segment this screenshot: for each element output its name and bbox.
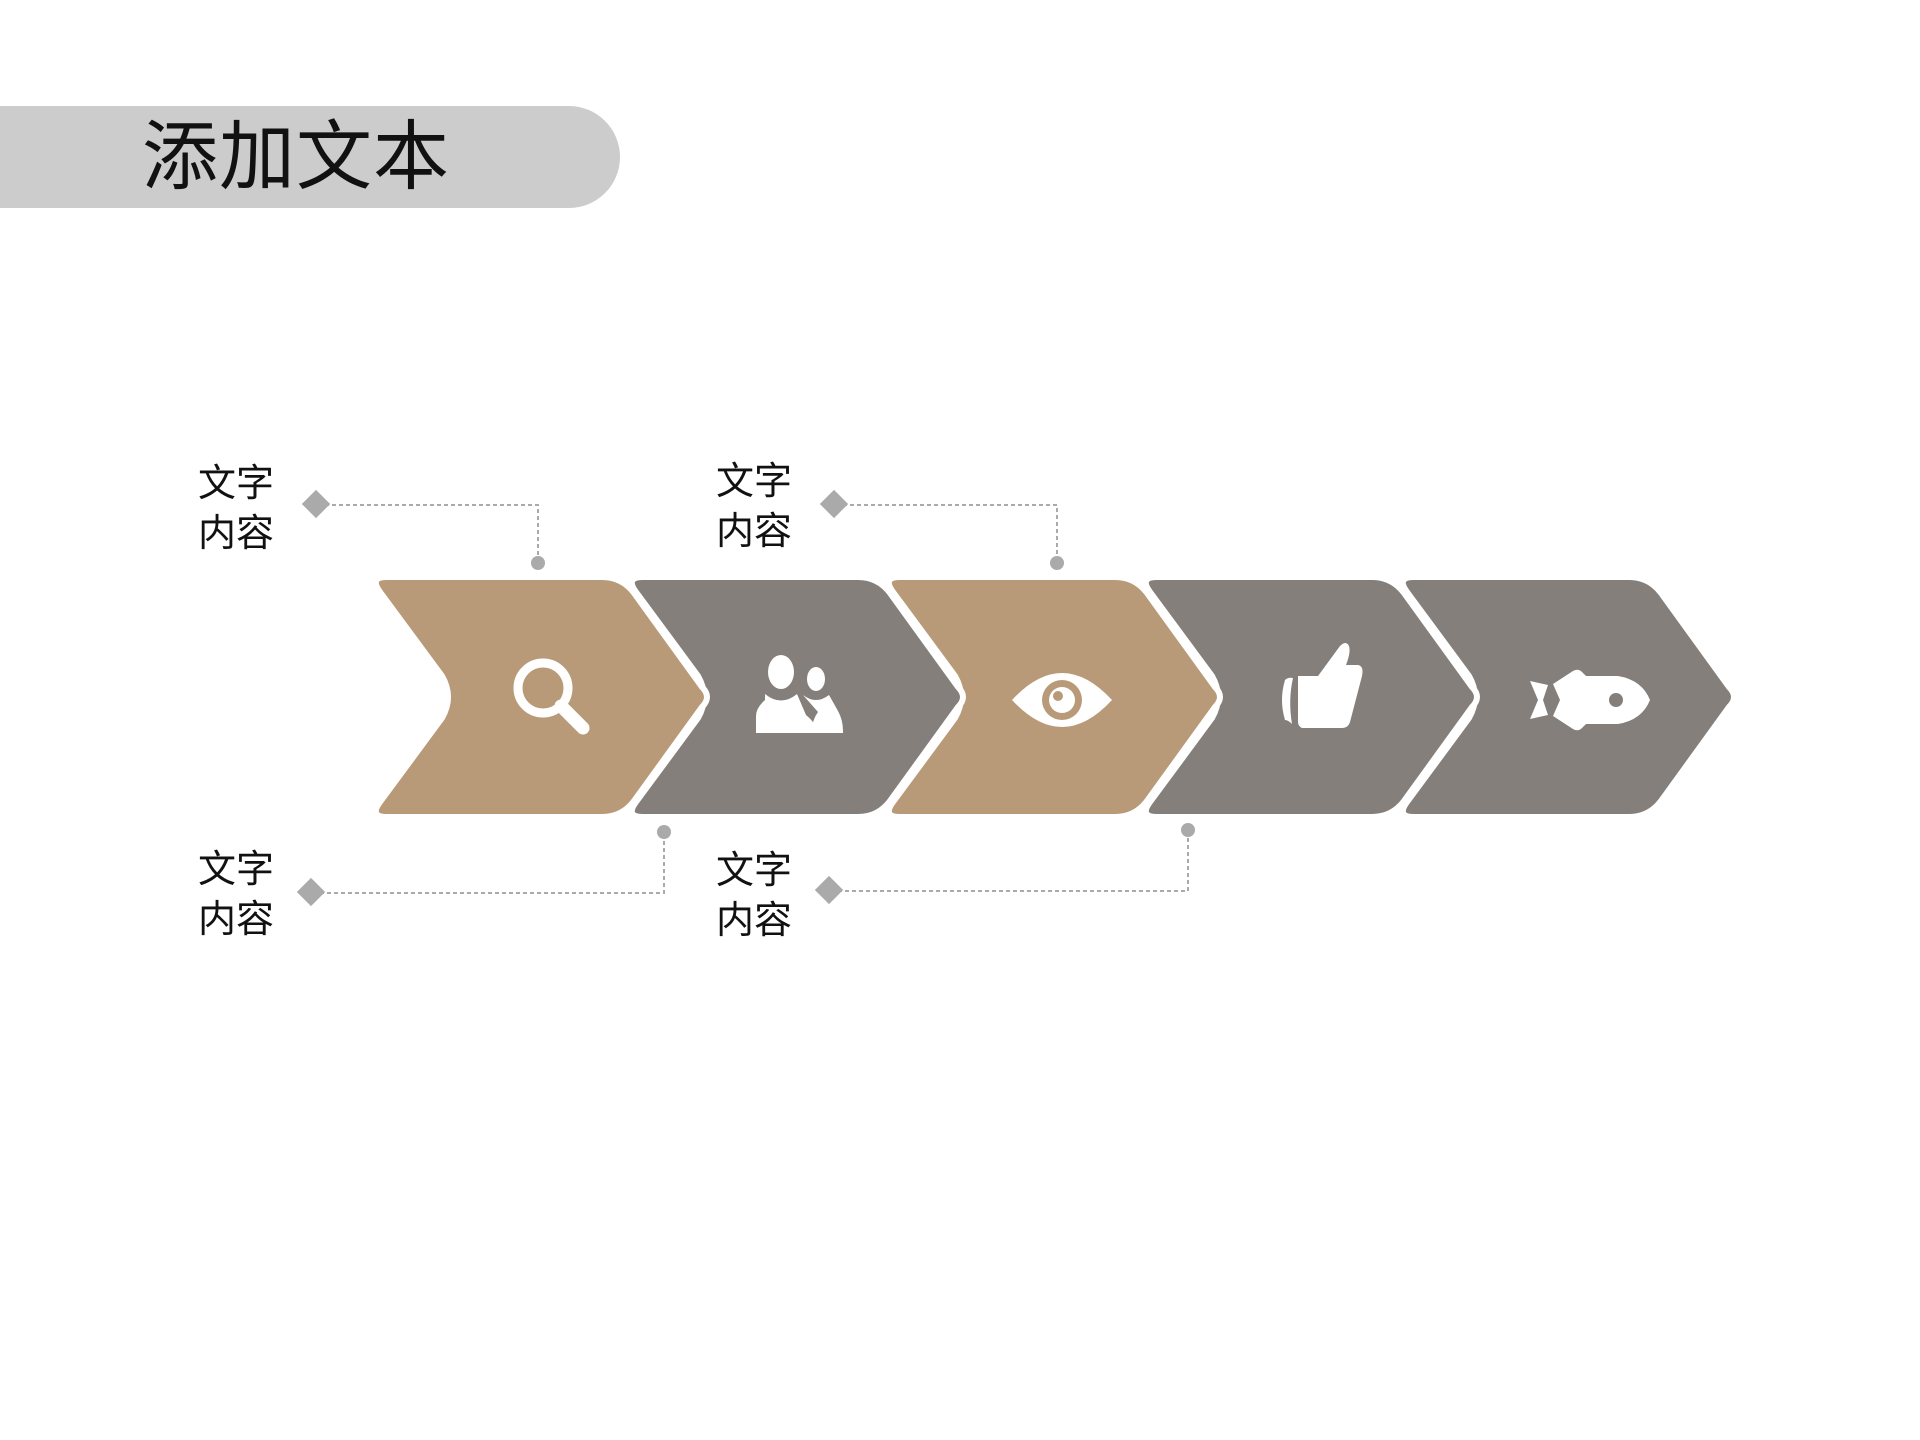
connector-diamond — [296, 877, 326, 907]
title-bar — [0, 106, 620, 208]
label-line: 内容 — [716, 509, 793, 553]
magnifier-icon — [513, 658, 590, 735]
page-title: 添加文本 — [142, 112, 450, 201]
label-line: 内容 — [198, 897, 275, 941]
label-line: 内容 — [198, 511, 275, 555]
label-line: 内容 — [716, 898, 793, 942]
rocket-icon — [1530, 669, 1650, 731]
connector-top-2 — [843, 504, 1058, 560]
label-line: 文字 — [198, 461, 275, 505]
connector-dot — [531, 556, 545, 570]
connector-diamond — [301, 489, 331, 519]
label-line: 文字 — [716, 848, 793, 892]
connector-bottom-1 — [320, 834, 665, 894]
label-line: 文字 — [198, 847, 275, 891]
connector-top-1 — [325, 504, 539, 560]
eye-icon — [1012, 673, 1112, 727]
text-label-bottom-2: 文字 内容 — [716, 845, 792, 945]
connector-diamond — [814, 875, 844, 905]
users-icon — [756, 655, 843, 733]
connector-dot — [657, 825, 671, 839]
label-line: 文字 — [716, 459, 793, 503]
text-label-bottom-1: 文字 内容 — [198, 844, 274, 944]
connector-dot — [1050, 556, 1064, 570]
connector-diamond — [819, 489, 849, 519]
thumbs-up-icon — [1282, 643, 1363, 728]
connector-dot — [1181, 823, 1195, 837]
text-label-top-2: 文字 内容 — [716, 456, 792, 556]
connector-bottom-2 — [838, 832, 1189, 892]
text-label-top-1: 文字 内容 — [198, 458, 274, 558]
